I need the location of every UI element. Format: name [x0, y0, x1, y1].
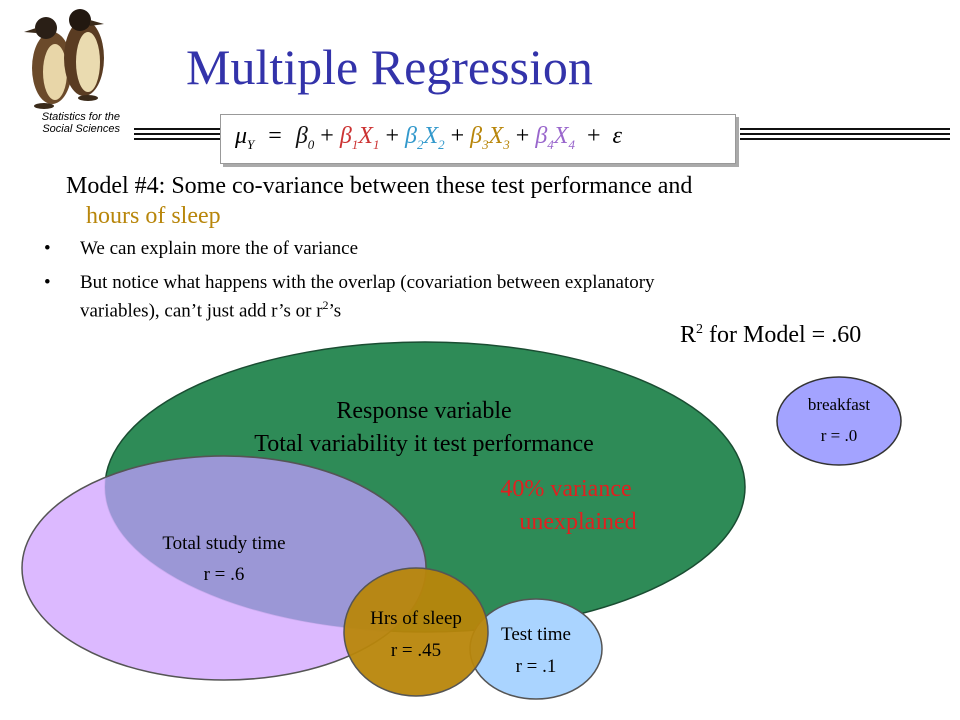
equation-term: β2X2 [405, 123, 445, 152]
logo-caption-line1: Statistics for the [41, 111, 120, 123]
study-label-line2: r = .6 [204, 564, 245, 585]
mu-sub: Y [247, 136, 255, 152]
sleep-ellipse [343, 567, 489, 697]
plus-sign: + [586, 123, 601, 149]
equation-terms: β0+β1X1+β2X2+β3X3+β4X4 [295, 123, 575, 152]
response-label-line1: Response variable [336, 398, 511, 424]
bullet-item: • We can explain more the of variance [44, 238, 914, 260]
equals-sign: = [268, 123, 282, 149]
equation-term: β3X3 [470, 123, 510, 152]
bullet-text-2: But notice what happens with the overlap… [80, 272, 655, 293]
equation-term: β1X1 [339, 123, 380, 152]
plus-sign: + [385, 123, 399, 149]
title-rule-left [134, 128, 220, 140]
response-label-line2: Total variability it test performance [254, 431, 594, 457]
bullet-list: • We can explain more the of variance • … [44, 238, 914, 322]
r2-prefix: R [680, 322, 697, 348]
breakfast-label-line2: r = .0 [821, 426, 858, 445]
bullet-text-4: ’s [328, 300, 342, 322]
page-title: Multiple Regression [186, 39, 593, 95]
breakfast-label-line1: breakfast [808, 395, 871, 414]
penguin-logo [10, 6, 120, 110]
equation-term: β4X4 [535, 123, 575, 152]
model-heading: Model #4: Some co-variance between these… [66, 171, 936, 231]
penguin-logo-icon [24, 9, 104, 109]
r2-label: R2 for Model = .60 [680, 322, 861, 349]
sleep-label-line2: r = .45 [391, 640, 441, 661]
test-time-ellipse [469, 598, 603, 700]
bullet-item: • But notice what happens with the overl… [44, 272, 914, 322]
epsilon-symbol: ε [612, 123, 622, 149]
bullet-sup: 2 [322, 298, 329, 312]
equation-term: β0 [295, 123, 315, 152]
breakfast-ellipse [776, 376, 902, 466]
testtime-label-line2: r = .1 [516, 656, 557, 677]
testtime-label-line1: Test time [501, 624, 571, 645]
title-rule-right [740, 128, 950, 140]
mu-symbol: μ [235, 123, 248, 149]
bullet-text-3: variables), can’t just add r’s or r [80, 300, 323, 322]
venn-diagram: Response variable Total variability it t… [21, 341, 902, 700]
r2-suffix: for Model = .60 [703, 322, 862, 348]
regression-equation: μY = β0+β1X1+β2X2+β3X3+β4X4 + ε [220, 114, 736, 164]
unexplained-label-line2: unexplained [519, 509, 636, 535]
plus-sign: + [515, 123, 530, 149]
model-heading-line1: Model #4: Some co-variance between these… [66, 173, 693, 199]
model-heading-highlight: hours of sleep [86, 203, 221, 229]
plus-sign: + [450, 123, 465, 149]
sleep-label-line1: Hrs of sleep [370, 608, 462, 629]
study-label-line1: Total study time [162, 533, 285, 554]
bullet-dot: • [44, 272, 51, 293]
bullet-text-1: We can explain more the of variance [80, 238, 359, 259]
r2-sup: 2 [696, 322, 704, 337]
plus-sign: + [320, 123, 334, 149]
bullet-dot: • [44, 238, 51, 259]
equation-content: μY = β0+β1X1+β2X2+β3X3+β4X4 + ε [235, 123, 622, 153]
logo-caption: Statistics for the Social Sciences [10, 111, 120, 135]
logo-caption-line2: Social Sciences [42, 123, 120, 135]
unexplained-label-line1: 40% variance [500, 476, 631, 502]
